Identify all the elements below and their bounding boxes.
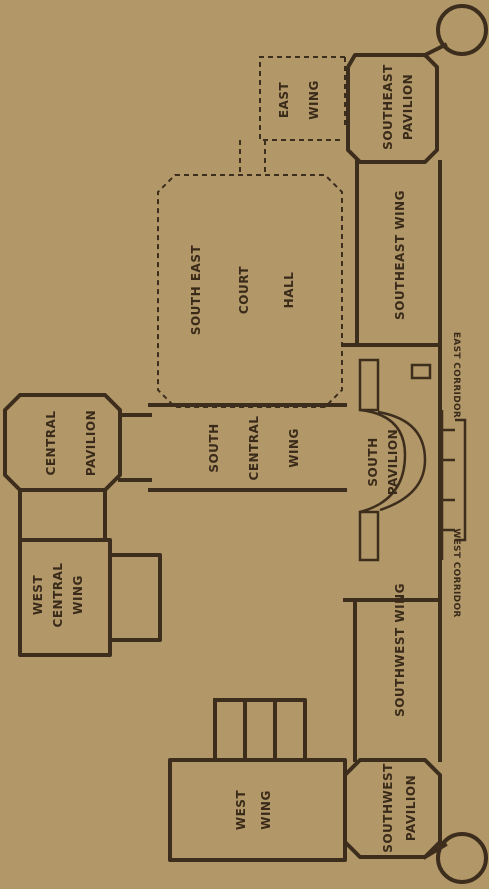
southeast-wing-outline — [355, 160, 442, 347]
west-wing-label-1: WEST — [234, 790, 248, 831]
south-pavilion-outline — [343, 343, 442, 602]
west-wing-label-2: WING — [259, 790, 273, 830]
east-wing-outline — [259, 56, 346, 141]
central-pavilion-outline — [3, 393, 122, 492]
south-central-wing-outline — [148, 403, 347, 492]
south-central-wing-label-3: WING — [287, 428, 301, 468]
northeast-turret — [436, 4, 488, 56]
east-wing-label-2: WING — [307, 80, 321, 120]
court-hall-outline — [239, 140, 266, 175]
plan-walls — [3, 4, 488, 884]
southwest-pavilion-label-1: SOUTHWEST — [381, 763, 395, 853]
southwest-wing-outline — [353, 598, 442, 762]
southwest-pavilion-label-2: PAVILION — [404, 775, 418, 841]
west-central-wing-outline — [18, 538, 112, 657]
south-central-wing-label-2: CENTRAL — [247, 416, 261, 481]
court-hall-label-3: HALL — [282, 272, 296, 309]
east-wing-label-1: EAST — [277, 82, 291, 119]
west-central-wing-label-3: WING — [71, 575, 85, 615]
court-hall-label-2: COURT — [237, 266, 251, 314]
southeast-pavilion-label-2: PAVILION — [401, 74, 415, 140]
central-pavilion-label-1: CENTRAL — [44, 411, 58, 476]
southwest-turret — [436, 832, 488, 884]
room-labels: SOUTHEAST PAVILION EAST WING SOUTH EAST … — [31, 64, 461, 853]
southeast-wing-label: SOUTHEAST WING — [393, 190, 407, 320]
south-central-wing-label-1: SOUTH — [207, 423, 221, 472]
southeast-pavilion-label-1: SOUTHEAST — [381, 64, 395, 150]
central-pavilion-label-2: PAVILION — [84, 410, 98, 476]
south-pavilion-label-1: SOUTH — [366, 437, 380, 486]
court-hall-label-1: SOUTH EAST — [189, 245, 203, 336]
west-corridor-label: WEST CORRIDOR — [451, 528, 461, 617]
southeast-pavilion-outline — [346, 53, 439, 164]
west-wing-outline — [168, 758, 347, 862]
west-central-wing-label-1: WEST — [31, 575, 45, 616]
south-pavilion-label-2: PAVILION — [386, 429, 400, 495]
southwest-wing-label: SOUTHWEST WING — [393, 583, 407, 717]
east-corridor-label: EAST CORRIDOR — [451, 332, 461, 418]
west-central-wing-label-2: CENTRAL — [51, 563, 65, 628]
